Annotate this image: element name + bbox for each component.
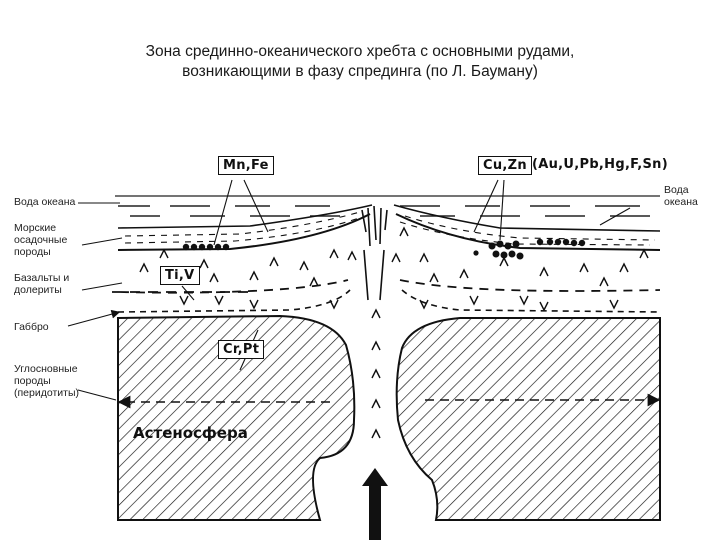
ore-deposits-right	[473, 238, 586, 260]
gabbro-boundary	[117, 289, 661, 313]
label-ultramafic: Углосновные породы (перидотиты)	[14, 363, 79, 399]
ore-label-ti-v: Ti,V	[160, 266, 200, 285]
title-line-2: возникающими в фазу спрединга (по Л. Бау…	[182, 63, 538, 80]
marine-sediment-layer	[117, 204, 661, 251]
gabbro-block-right	[395, 317, 661, 521]
basalt-layer	[112, 226, 661, 312]
ore-label-mn-fe: Mn,Fe	[218, 156, 274, 175]
label-asthenosphere: Астеносфера	[133, 424, 248, 442]
ore-label-extra: (Au,U,Pb,Hg,F,Sn)	[532, 157, 668, 172]
upwelling-arrow	[362, 468, 388, 540]
label-ocean-water-right: Вода океана	[664, 184, 698, 208]
label-marine-sediments: Морские осадочные породы	[14, 222, 68, 258]
ore-label-cr-pt: Cr,Pt	[218, 340, 265, 359]
ore-deposits-left	[182, 243, 230, 251]
upwelling-marks	[347, 250, 401, 439]
label-basalts: Базальты и долериты	[14, 272, 70, 296]
label-gabbro: Габбро	[14, 321, 49, 333]
title-line-1: Зона срединно-океанического хребта с осн…	[145, 43, 575, 60]
ore-label-cu-zn: Cu,Zn	[478, 156, 532, 175]
diagram-title: Зона срединно-океанического хребта с осн…	[0, 42, 720, 82]
ocean-water-layer	[115, 195, 660, 217]
gabbro-block-left	[117, 314, 356, 521]
label-ocean-water-left: Вода океана	[14, 196, 76, 208]
ridge-vents	[361, 205, 388, 301]
